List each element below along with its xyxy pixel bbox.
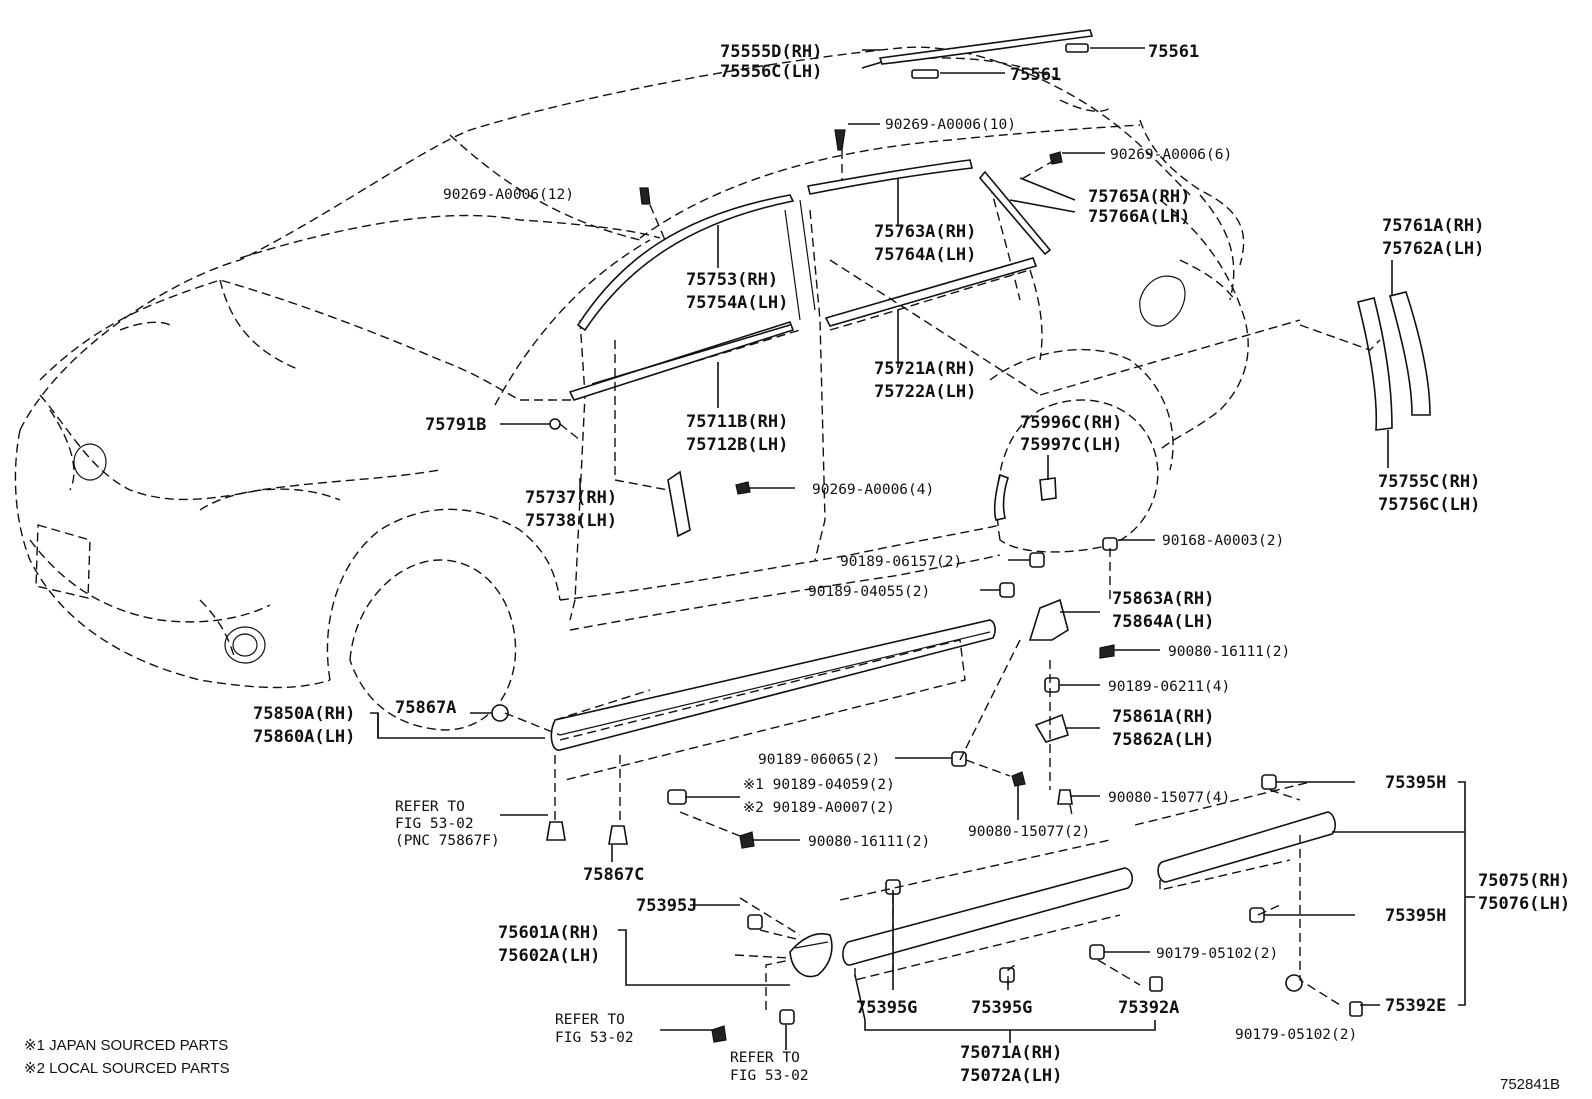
label-refer-1a: REFER TO — [395, 799, 465, 815]
label-75737: 75737(RH) — [525, 488, 617, 508]
diagram-id: 752841B — [1500, 1076, 1560, 1093]
label-75867c: 75867C — [583, 865, 644, 885]
label-clip-05102-b: 90179-05102(2) — [1235, 1027, 1357, 1043]
label-75712b: 75712B(LH) — [686, 435, 788, 455]
label-75863a: 75863A(RH) — [1112, 589, 1214, 609]
label-75755c: 75755C(RH) — [1378, 472, 1480, 492]
rocker-bracket-part — [1028, 598, 1069, 743]
label-clip-6: 90269-A0006(6) — [1110, 147, 1232, 163]
label-75761a: 75761A(RH) — [1382, 216, 1484, 236]
leader-lines — [370, 47, 1475, 1050]
label-refer-3b: FIG 53-02 — [730, 1068, 809, 1084]
label-75738: 75738(LH) — [525, 511, 617, 531]
label-75711b: 75711B(RH) — [686, 412, 788, 432]
label-75076: 75076(LH) — [1478, 894, 1570, 914]
label-75765a: 75765A(RH) — [1088, 187, 1190, 207]
label-75860a: 75860A(LH) — [253, 727, 355, 747]
label-clip-10: 90269-A0006(10) — [885, 117, 1016, 133]
label-75561-b: 75561 — [1010, 65, 1061, 85]
note-local-sourced: ※2 LOCAL SOURCED PARTS — [24, 1060, 230, 1077]
label-clip-04055: 90189-04055(2) — [808, 584, 930, 600]
label-screw-16111-b: 90080-16111(2) — [808, 834, 930, 850]
label-75791b: 75791B — [425, 415, 486, 435]
label-screw-16111-a: 90080-16111(2) — [1168, 644, 1290, 660]
label-75395h-b: 75395H — [1385, 906, 1446, 926]
front-door-side-moulding — [842, 867, 1134, 966]
label-clip-12: 90269-A0006(12) — [443, 187, 574, 203]
label-75721a: 75721A(RH) — [874, 359, 976, 379]
label-75395g-b: 75395G — [971, 998, 1032, 1018]
label-75601a: 75601A(RH) — [498, 923, 600, 943]
label-75754a: 75754A(LH) — [686, 293, 788, 313]
label-75766a: 75766A(LH) — [1088, 207, 1190, 227]
label-clip-04059: ※1 90189-04059(2) — [743, 777, 895, 793]
label-75395h-a: 75395H — [1385, 773, 1446, 793]
label-75996c: 75996C(RH) — [1020, 413, 1122, 433]
label-refer-2b: FIG 53-02 — [555, 1030, 634, 1046]
label-75850a: 75850A(RH) — [253, 704, 355, 724]
label-clip-06211: 90189-06211(4) — [1108, 679, 1230, 695]
label-refer-2a: REFER TO — [555, 1012, 625, 1028]
attachment-dash-lines — [504, 150, 1381, 1010]
label-clip-4: 90269-A0006(4) — [812, 482, 934, 498]
label-75075: 75075(RH) — [1478, 871, 1570, 891]
label-75555d: 75555D(RH) — [720, 42, 822, 62]
quarter-garnish-part — [1357, 291, 1431, 431]
label-clip-a0007: ※2 90189-A0007(2) — [743, 800, 895, 816]
label-75395g-a: 75395G — [856, 998, 917, 1018]
label-clip-06157: 90189-06157(2) — [840, 554, 962, 570]
label-refer-1b: FIG 53-02 — [395, 816, 474, 832]
label-75764a: 75764A(LH) — [874, 245, 976, 265]
label-clip-06065: 90189-06065(2) — [758, 752, 880, 768]
label-75392e: 75392E — [1385, 996, 1446, 1016]
label-75395j: 75395J — [636, 896, 697, 916]
label-75753: 75753(RH) — [686, 270, 778, 290]
clip-icon — [491, 129, 1363, 1043]
roof-drip-moulding — [878, 29, 1094, 65]
label-75561-a: 75561 — [1148, 42, 1199, 62]
label-75862a: 75862A(LH) — [1112, 730, 1214, 750]
label-75072a: 75072A(LH) — [960, 1066, 1062, 1086]
label-75763a: 75763A(RH) — [874, 222, 976, 242]
label-75997c: 75997C(LH) — [1020, 435, 1122, 455]
label-75556c: 75556C(LH) — [720, 62, 822, 82]
note-japan-sourced: ※1 JAPAN SOURCED PARTS — [24, 1037, 228, 1054]
label-75762a: 75762A(LH) — [1382, 239, 1484, 259]
rocker-panel-moulding — [550, 619, 996, 751]
door-frame-mouldings — [568, 159, 1052, 401]
label-75867a: 75867A — [395, 698, 456, 718]
pillar-garnish-part — [667, 470, 1057, 538]
label-75602a: 75602A(LH) — [498, 946, 600, 966]
label-clip-a0003: 90168-A0003(2) — [1162, 533, 1284, 549]
label-screw-15077-b: 90080-15077(2) — [968, 824, 1090, 840]
label-refer-1c: (PNC 75867F) — [395, 833, 500, 849]
part-labels: 75555D(RH) 75556C(LH) 75561 75561 90269-… — [253, 42, 1570, 1086]
rear-door-side-moulding — [1157, 811, 1337, 883]
label-75756c: 75756C(LH) — [1378, 495, 1480, 515]
label-75864a: 75864A(LH) — [1112, 612, 1214, 632]
vehicle-body-outline — [14, 46, 1249, 731]
label-75071a: 75071A(RH) — [960, 1043, 1062, 1063]
label-75392a: 75392A — [1118, 998, 1179, 1018]
mud-guard-part — [789, 933, 833, 978]
label-refer-3a: REFER TO — [730, 1050, 800, 1066]
label-clip-05102-a: 90179-05102(2) — [1156, 946, 1278, 962]
roof-clip-icon — [911, 43, 1089, 79]
footnotes: ※1 JAPAN SOURCED PARTS ※2 LOCAL SOURCED … — [24, 1037, 1560, 1093]
label-75722a: 75722A(LH) — [874, 382, 976, 402]
label-75861a: 75861A(RH) — [1112, 707, 1214, 727]
label-screw-15077-a: 90080-15077(4) — [1108, 790, 1230, 806]
